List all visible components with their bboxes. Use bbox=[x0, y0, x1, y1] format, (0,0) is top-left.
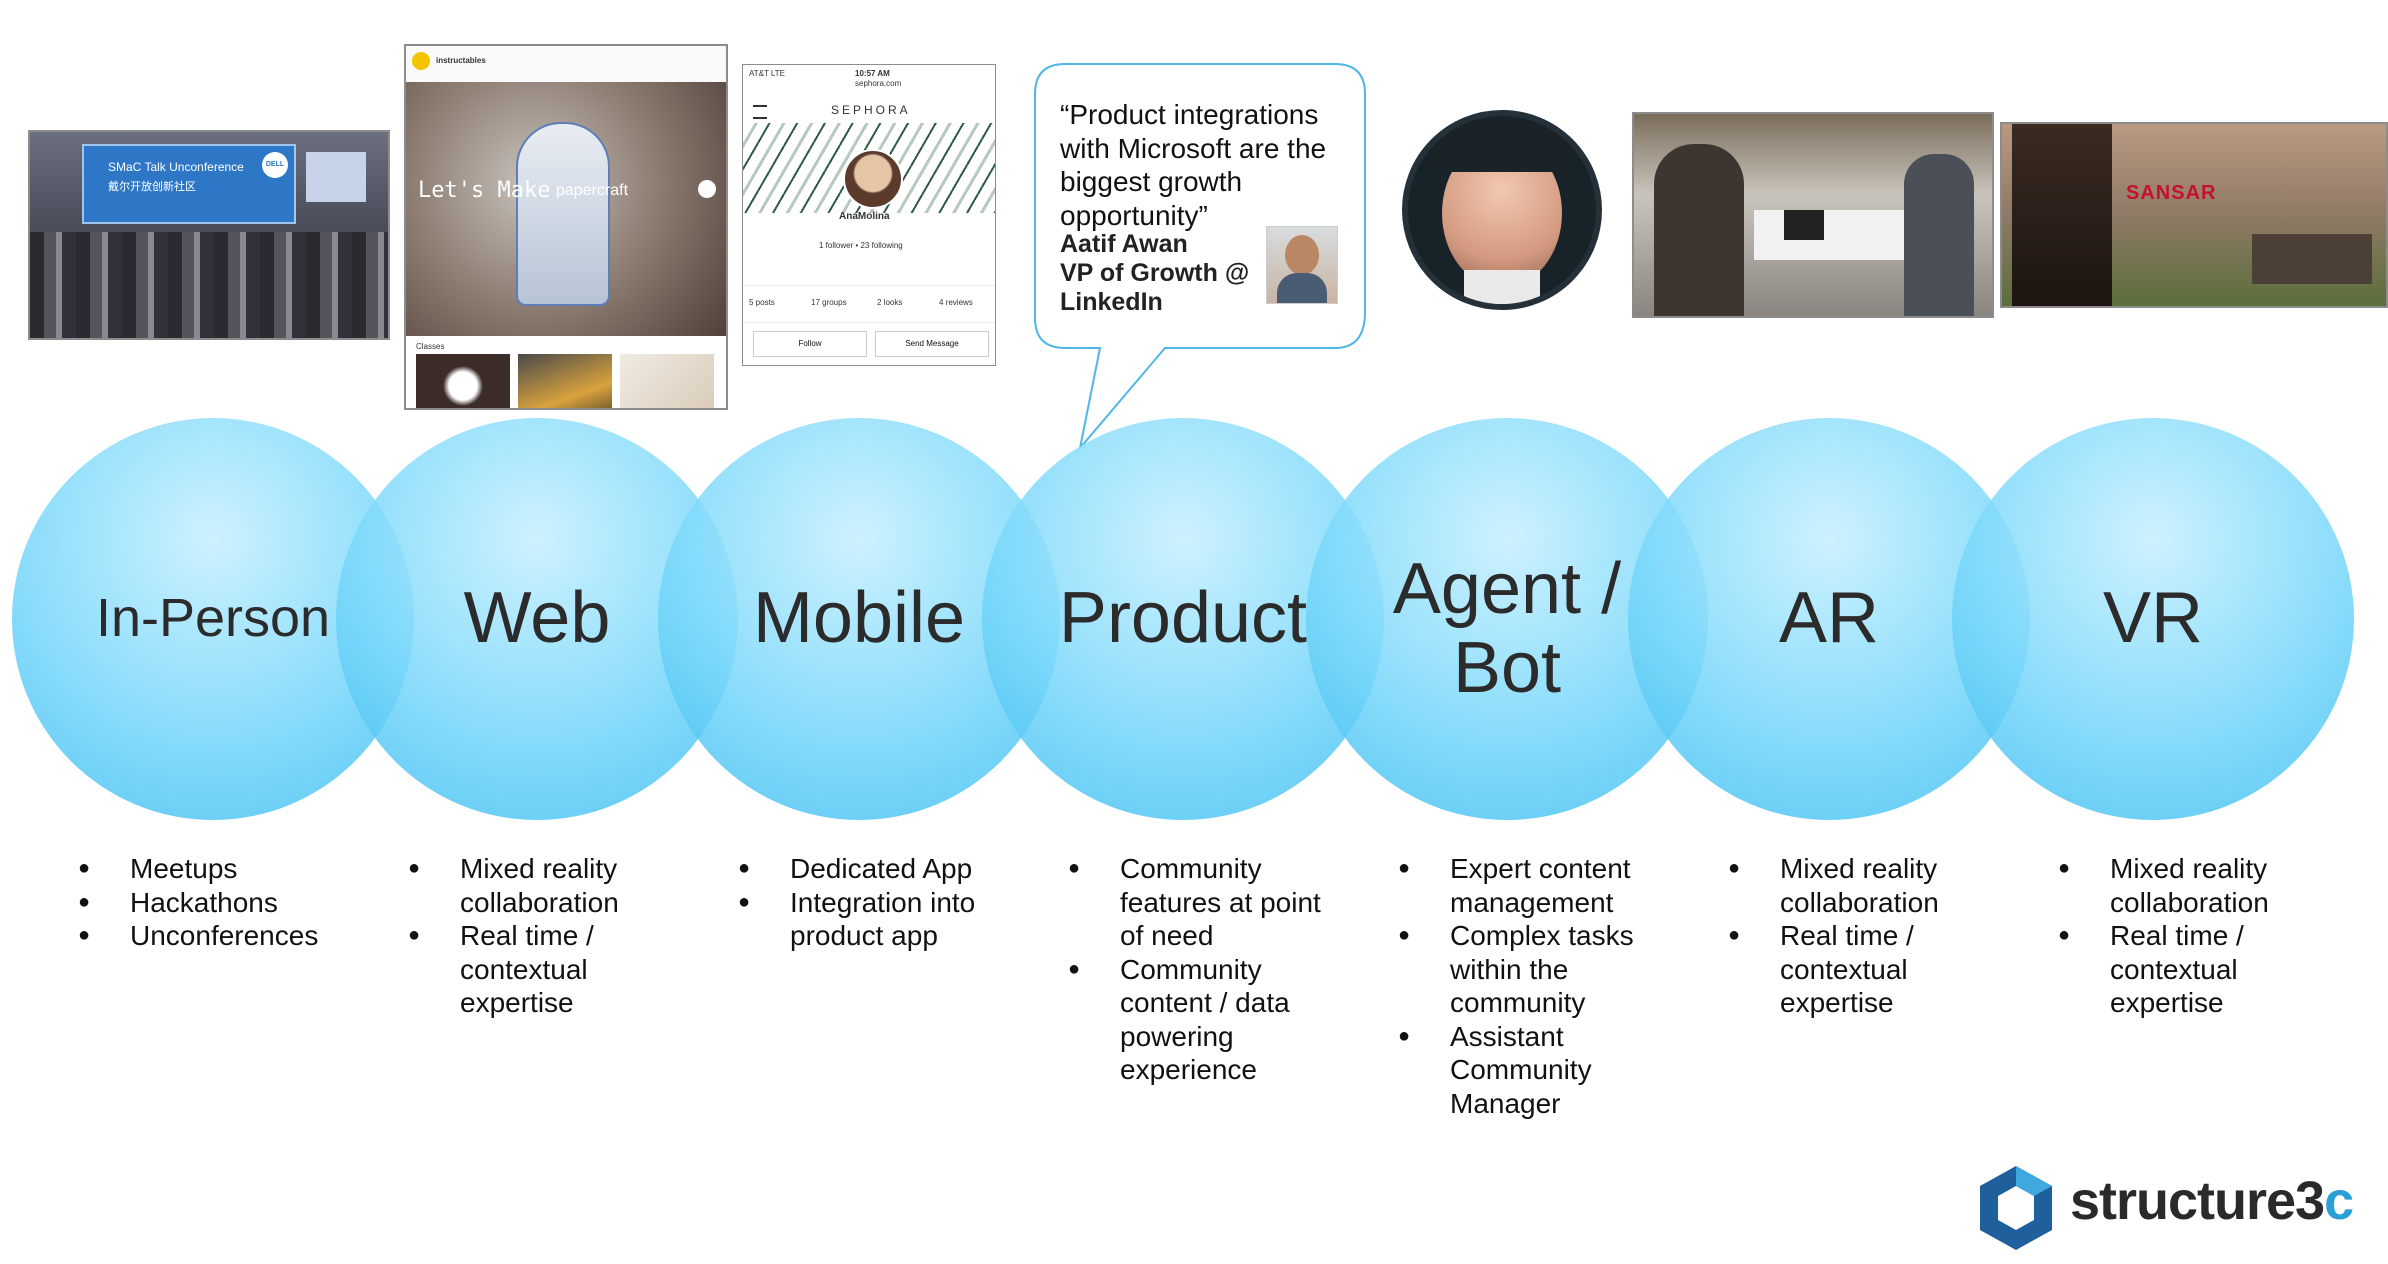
robot-logo-icon bbox=[412, 52, 430, 70]
class-thumb-1 bbox=[416, 354, 510, 408]
quote-author-title-2: LinkedIn bbox=[1060, 288, 1163, 316]
follow-button: Follow bbox=[753, 331, 867, 357]
r2d2-figure bbox=[516, 122, 610, 306]
circle-label: In-Person bbox=[95, 588, 331, 649]
list-vr: Mixed reality collaboration Real time / … bbox=[2058, 852, 2278, 1020]
screen-right bbox=[306, 152, 366, 202]
list-item: Dedicated App bbox=[738, 852, 998, 886]
circle-label: Product bbox=[1058, 578, 1308, 659]
author-photo bbox=[1266, 226, 1338, 304]
instructables-screenshot: instructables Let's Make papercraft Clas… bbox=[404, 44, 728, 410]
list-item: Hackathons bbox=[78, 886, 408, 920]
profile-stats: 5 posts 17 groups 2 looks 4 reviews bbox=[743, 285, 995, 323]
circle-label: Agent / Bot bbox=[1392, 548, 1622, 708]
circle-vr: VR bbox=[1952, 418, 2354, 820]
circle-product: Product bbox=[982, 418, 1384, 820]
instructables-hero: Let's Make papercraft bbox=[406, 82, 726, 336]
menu-icon bbox=[753, 105, 767, 119]
list-item: Real time / contextual expertise bbox=[1728, 919, 1948, 1020]
structure3c-logo-text: structure3c bbox=[2070, 1171, 2354, 1231]
circle-label: AR bbox=[1778, 578, 1880, 659]
site-name: instructables bbox=[436, 56, 486, 65]
structure3c-logo-icon bbox=[1980, 1166, 2052, 1250]
list-item: Mixed reality collaboration bbox=[408, 852, 628, 919]
ar-photo bbox=[1632, 112, 1994, 318]
follower-count: 1 follower • 23 following bbox=[819, 241, 903, 250]
list-product: Community features at point of need Comm… bbox=[1068, 852, 1338, 1087]
send-message-button: Send Message bbox=[875, 331, 989, 357]
stat-reviews: 4 reviews bbox=[939, 298, 973, 307]
quote-author: Aatif Awan VP of Growth @ LinkedIn bbox=[1060, 230, 1249, 317]
banner-title: SMaC Talk Unconference bbox=[108, 160, 244, 174]
instructables-header: instructables bbox=[406, 46, 726, 83]
status-carrier: AT&T LTE bbox=[749, 69, 786, 78]
bot-avatar bbox=[1402, 110, 1602, 310]
list-item: Real time / contextual expertise bbox=[408, 919, 628, 1020]
list-item: Mixed reality collaboration bbox=[2058, 852, 2278, 919]
list-agent-bot: Expert content management Complex tasks … bbox=[1398, 852, 1648, 1120]
sephora-screenshot: AT&T LTE 10:57 AM sephora.com SEPHORA An… bbox=[742, 64, 996, 366]
search-icon bbox=[698, 180, 716, 198]
list-item: Real time / contextual expertise bbox=[2058, 919, 2278, 1020]
list-item: Community content / data powering experi… bbox=[1068, 953, 1338, 1087]
list-mobile: Dedicated App Integration into product a… bbox=[738, 852, 998, 953]
classes-heading: Classes bbox=[416, 342, 445, 351]
url-text: sephora.com bbox=[855, 79, 902, 88]
circle-label: Web bbox=[463, 578, 611, 659]
stat-groups: 17 groups bbox=[811, 298, 847, 307]
status-time: 10:57 AM bbox=[855, 69, 890, 78]
list-item: Meetups bbox=[78, 852, 408, 886]
quote-text: “Product integrations with Microsoft are… bbox=[1060, 99, 1327, 231]
list-item: Unconferences bbox=[78, 919, 408, 953]
circle-label: VR bbox=[2102, 578, 2204, 659]
class-thumb-3 bbox=[620, 354, 714, 408]
conference-audience bbox=[30, 232, 388, 338]
class-thumb-2 bbox=[518, 354, 612, 408]
stat-posts: 5 posts bbox=[749, 298, 775, 307]
list-item: Mixed reality collaboration bbox=[1728, 852, 1948, 919]
stat-looks: 2 looks bbox=[877, 298, 903, 307]
list-in-person: Meetups Hackathons Unconferences bbox=[78, 852, 408, 953]
sansar-title: SANSAR bbox=[2126, 182, 2217, 204]
list-item: Integration into product app bbox=[738, 886, 998, 953]
list-item: Community features at point of need bbox=[1068, 852, 1338, 953]
dell-logo: DELL bbox=[262, 152, 288, 178]
list-item: Expert content management bbox=[1398, 852, 1648, 919]
conference-banner: SMaC Talk Unconference 戴尔开放创新社区 DELL bbox=[82, 144, 296, 224]
list-ar: Mixed reality collaboration Real time / … bbox=[1728, 852, 1948, 1020]
brand-name: SEPHORA bbox=[831, 103, 911, 117]
list-item: Assistant Community Manager bbox=[1398, 1020, 1648, 1121]
hero-search-text: papercraft bbox=[556, 182, 629, 199]
conference-photo: SMaC Talk Unconference 戴尔开放创新社区 DELL bbox=[28, 130, 390, 340]
circle-agent-bot: Agent / Bot bbox=[1306, 418, 1708, 820]
list-item: Complex tasks within the community bbox=[1398, 919, 1648, 1020]
avatar bbox=[843, 149, 903, 209]
list-web: Mixed reality collaboration Real time / … bbox=[408, 852, 628, 1020]
banner-subtitle: 戴尔开放创新社区 bbox=[108, 181, 196, 193]
circle-label: Mobile bbox=[752, 578, 966, 659]
quote-bubble bbox=[1034, 63, 1366, 452]
hero-text: Let's Make bbox=[418, 178, 551, 203]
username: AnaMolina bbox=[839, 211, 890, 222]
quote-author-title-1: VP of Growth @ bbox=[1060, 259, 1250, 287]
quote-author-name: Aatif Awan bbox=[1060, 230, 1188, 258]
sansar-photo: SANSAR bbox=[2000, 122, 2388, 308]
